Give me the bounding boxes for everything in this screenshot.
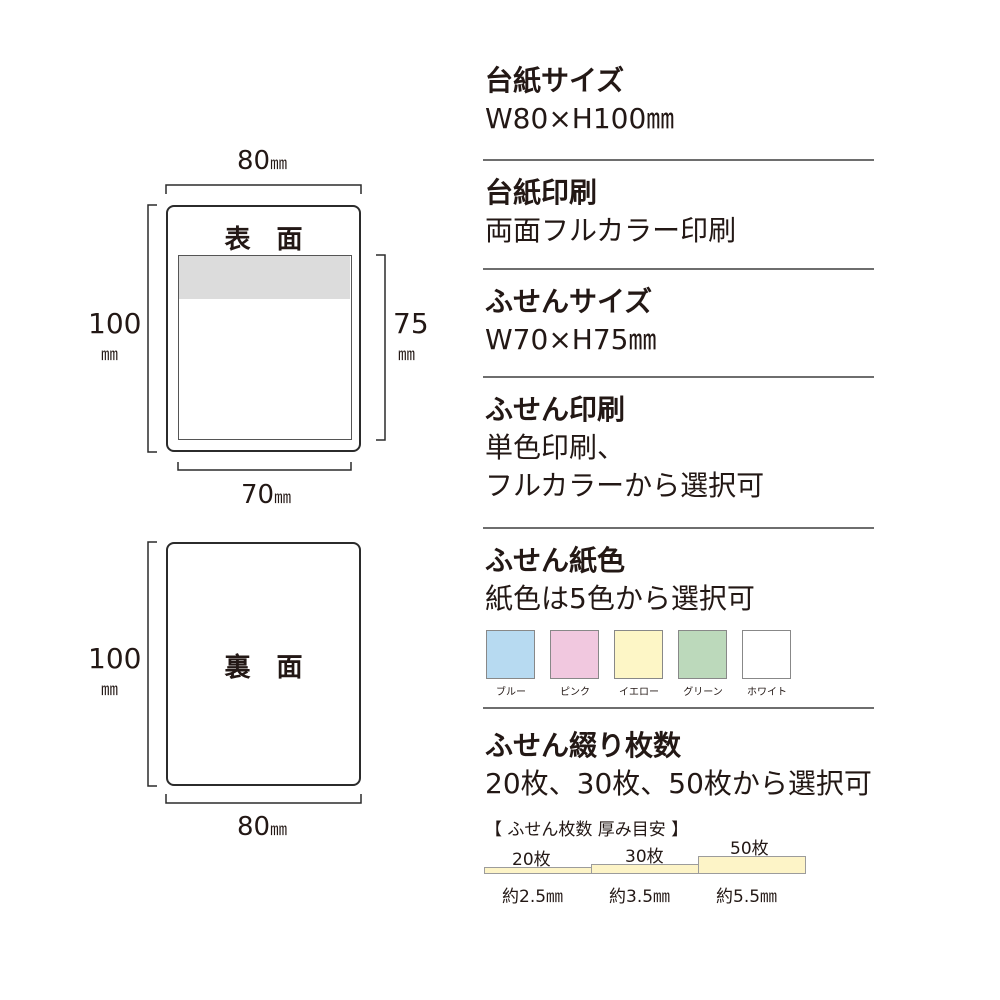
sticky-note-glue-strip [179, 256, 350, 299]
spec-paper-color-title: ふせん紙色 [485, 544, 626, 577]
back-card: 裏 面 [166, 542, 361, 786]
sheet-thickness-label: 約5.5㎜ [716, 887, 778, 907]
sheet-stack-50 [698, 856, 806, 874]
color-swatch [742, 630, 791, 679]
divider [483, 159, 874, 161]
back-width-dimension: 80㎜ [237, 812, 288, 842]
color-swatch-label: ホワイト [747, 687, 787, 698]
spec-sheet-count-title: ふせん綴り枚数 [485, 729, 682, 762]
front-label: 表 面 [224, 225, 303, 255]
front-height-unit: ㎜ [101, 345, 118, 365]
back-height-unit: ㎜ [101, 680, 118, 700]
color-swatch-label: ピンク [560, 687, 590, 698]
spec-sheet-count-value: 20枚、30枚、50枚から選択可 [485, 767, 872, 800]
sheet-count-label: 30枚 [625, 847, 664, 867]
sticky-note-area [178, 255, 352, 440]
spec-note-print: ふせん印刷 単色印刷、 フルカラーから選択可 [485, 391, 875, 505]
spec-note-size-title: ふせんサイズ [485, 285, 653, 318]
spec-note-size: ふせんサイズ W70×H75㎜ [485, 283, 875, 359]
spec-base-print: 台紙印刷 両面フルカラー印刷 [485, 174, 875, 250]
divider [483, 707, 874, 709]
spec-base-size-value: W80×H100㎜ [485, 102, 675, 135]
color-swatch-label: ブルー [496, 687, 526, 698]
sheet-count-label: 20枚 [512, 850, 551, 870]
spec-base-print-value: 両面フルカラー印刷 [485, 214, 737, 247]
sheet-count-label: 50枚 [730, 839, 769, 859]
dimension-lines [147, 184, 386, 804]
spec-note-print-value-2: フルカラーから選択可 [485, 469, 765, 502]
spec-note-size-value: W70×H75㎜ [485, 323, 657, 356]
spec-note-print-value-1: 単色印刷、 [485, 431, 626, 464]
spec-paper-color-value: 紙色は5色から選択可 [485, 582, 755, 615]
spec-sheet-count: ふせん綴り枚数 20枚、30枚、50枚から選択可 [485, 727, 875, 803]
color-swatch [614, 630, 663, 679]
back-height-dimension: 100 [88, 642, 142, 675]
thickness-heading: 【 ふせん枚数 厚み目安 】 [485, 820, 689, 840]
color-swatch [550, 630, 599, 679]
spec-note-print-title: ふせん印刷 [485, 393, 626, 426]
spec-base-size-title: 台紙サイズ [485, 64, 625, 97]
front-width-dimension: 80㎜ [237, 146, 288, 176]
spec-base-size: 台紙サイズ W80×H100㎜ [485, 62, 875, 138]
spec-base-print-title: 台紙印刷 [485, 176, 598, 209]
sheet-thickness-label: 約2.5㎜ [502, 887, 564, 907]
color-swatch [486, 630, 535, 679]
back-label: 裏 面 [224, 653, 303, 683]
front-height-dimension: 100 [88, 307, 142, 340]
color-swatch-label: イエロー [619, 687, 659, 698]
divider [483, 527, 874, 529]
color-swatch-label: グリーン [683, 687, 723, 698]
note-height-unit: ㎜ [398, 345, 415, 365]
color-swatch [678, 630, 727, 679]
note-height-dimension: 75 [393, 307, 429, 340]
front-card: 表 面 [166, 205, 361, 452]
spec-paper-color: ふせん紙色 紙色は5色から選択可 [485, 542, 875, 618]
note-width-dimension: 70㎜ [241, 480, 292, 510]
sheet-thickness-label: 約3.5㎜ [609, 887, 671, 907]
divider [483, 376, 874, 378]
divider [483, 268, 874, 270]
